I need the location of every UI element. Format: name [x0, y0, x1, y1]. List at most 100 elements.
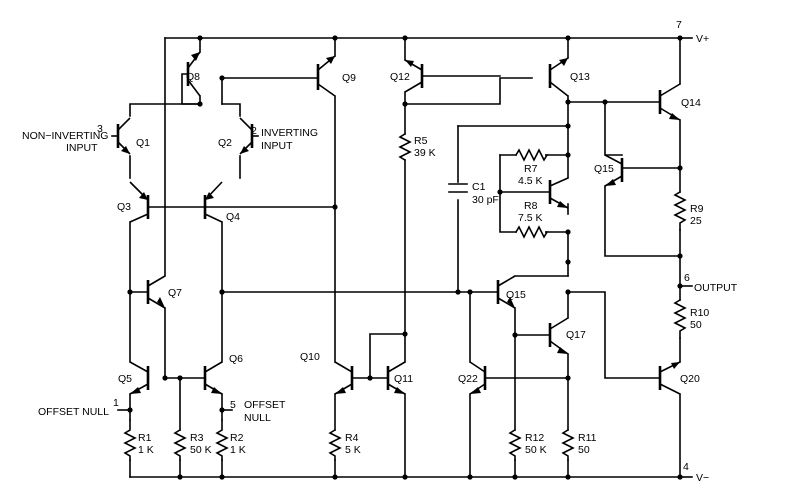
- pin-7-number: 7: [676, 19, 682, 31]
- label-q8: Q8: [186, 71, 200, 83]
- label-q9: Q9: [342, 72, 356, 84]
- pin-5-number: 5: [230, 399, 236, 411]
- transistor-q20: [658, 361, 681, 395]
- label-q20: Q20: [680, 373, 700, 385]
- label-q14: Q14: [681, 97, 701, 109]
- r8-value: 7.5 K: [518, 212, 543, 224]
- pin-1-number: 1: [113, 397, 119, 409]
- label-q15-right: Q15: [594, 163, 614, 175]
- transistor-q2: [239, 117, 254, 155]
- resistor-r5: [398, 132, 412, 162]
- resistor-r10: [673, 298, 687, 339]
- c1-name: C1: [472, 181, 486, 193]
- transistor-q14: [658, 83, 681, 121]
- transistor-q1: [116, 117, 131, 155]
- resistor-r1: [123, 419, 137, 461]
- r8-name: R8: [524, 200, 538, 212]
- label-q17: Q17: [566, 329, 586, 341]
- r1-value: 1 K: [138, 444, 154, 456]
- transistor-q15-right: [604, 154, 624, 187]
- r2-value: 1 K: [230, 444, 246, 456]
- r12-value: 50 K: [525, 444, 547, 456]
- transistor-q8: [181, 51, 201, 105]
- vplus-label: V+: [696, 33, 709, 45]
- transistor-q13: [548, 37, 569, 103]
- label-q1: Q1: [136, 137, 150, 149]
- resistor-r4: [328, 428, 342, 461]
- label-q15-mid: Q15: [506, 289, 526, 301]
- resistor-r8: [514, 225, 549, 239]
- label-q3: Q3: [117, 201, 131, 213]
- component-labels: R1 1 K R3 50 K R2 1 K R4 5 K R5 39 K R7 …: [138, 135, 709, 456]
- offset-null-1-label: OFFSET NULL: [38, 406, 109, 418]
- resistor-r9: [673, 190, 687, 231]
- noninv-input-label-2: INPUT: [66, 142, 98, 154]
- r1-name: R1: [138, 432, 152, 444]
- r11-name: R11: [578, 432, 597, 444]
- pin-labels: 7 V+ 4 V− 3 NON−INVERTING INPUT 2 INVERT…: [22, 19, 738, 484]
- r9-value: 25: [690, 215, 702, 227]
- output-label: OUTPUT: [694, 282, 738, 294]
- label-q5: Q5: [118, 373, 132, 385]
- pin-6-number: 6: [684, 272, 690, 284]
- r3-name: R3: [190, 432, 204, 444]
- transistor-q6: [203, 361, 223, 395]
- transistor-q15-mid: [496, 275, 516, 309]
- transistor-q4: [203, 181, 223, 223]
- label-q22: Q22: [458, 373, 478, 385]
- gain-stage-wiring: [219, 99, 661, 478]
- r4-value: 5 K: [345, 444, 361, 456]
- output-stage-wiring: [602, 37, 693, 478]
- resistor-r11: [561, 428, 575, 461]
- noninv-input-label-1: NON−INVERTING: [22, 130, 108, 142]
- resistor-r12: [508, 428, 522, 461]
- label-q7: Q7: [168, 287, 182, 299]
- pin-4-number: 4: [683, 461, 689, 473]
- inv-input-label-2: INPUT: [261, 140, 293, 152]
- transistor-q5: [129, 361, 150, 395]
- r10-value: 50: [690, 319, 702, 331]
- label-q4: Q4: [226, 211, 240, 223]
- label-q11: Q11: [394, 373, 413, 385]
- r5-name: R5: [414, 135, 428, 147]
- r7-value: 4.5 K: [518, 175, 543, 187]
- label-q13: Q13: [570, 71, 590, 83]
- transistor-q22: [469, 361, 487, 395]
- transistor-q3: [129, 181, 150, 223]
- resistor-r3: [173, 428, 187, 461]
- label-q12: Q12: [390, 71, 410, 83]
- vminus-label: V−: [696, 472, 709, 484]
- r12-name: R12: [525, 432, 544, 444]
- r3-value: 50 K: [190, 444, 212, 456]
- r9-name: R9: [690, 203, 704, 215]
- r11-value: 50: [578, 444, 590, 456]
- inv-input-label-1: INVERTING: [261, 127, 318, 139]
- resistor-r7: [514, 148, 549, 162]
- pin-3-number: 3: [97, 123, 103, 135]
- transistor-q17: [548, 317, 569, 355]
- transistor-q7: [146, 275, 166, 309]
- capacitor-c1: [448, 183, 468, 193]
- input-stage-wiring: [111, 37, 338, 478]
- transistor-q10: [334, 361, 354, 395]
- offset-null-5-label-1: OFFSET: [244, 399, 286, 411]
- r10-name: R10: [690, 307, 709, 319]
- label-q6: Q6: [229, 353, 243, 365]
- r7-name: R7: [524, 163, 538, 175]
- pin-2-number: 2: [251, 125, 257, 137]
- transistor-q11: [369, 361, 406, 395]
- offset-null-5-label-2: NULL: [244, 412, 271, 424]
- resistor-r2: [215, 419, 229, 461]
- transistor-q9: [316, 37, 336, 363]
- transistor-labels: Q1 Q2 Q3 Q4 Q5 Q6 Q7 Q8 Q9 Q10 Q11 Q12 Q…: [117, 71, 701, 385]
- c1-value: 30 pF: [472, 194, 499, 206]
- r4-name: R4: [345, 432, 359, 444]
- label-q2: Q2: [218, 137, 232, 149]
- second-stage-wiring: [334, 37, 533, 478]
- r2-name: R2: [230, 432, 244, 444]
- transistor-q15-left: [548, 177, 569, 209]
- label-q10: Q10: [300, 351, 320, 363]
- transistor-q12: [404, 59, 501, 93]
- r5-value: 39 K: [414, 147, 436, 159]
